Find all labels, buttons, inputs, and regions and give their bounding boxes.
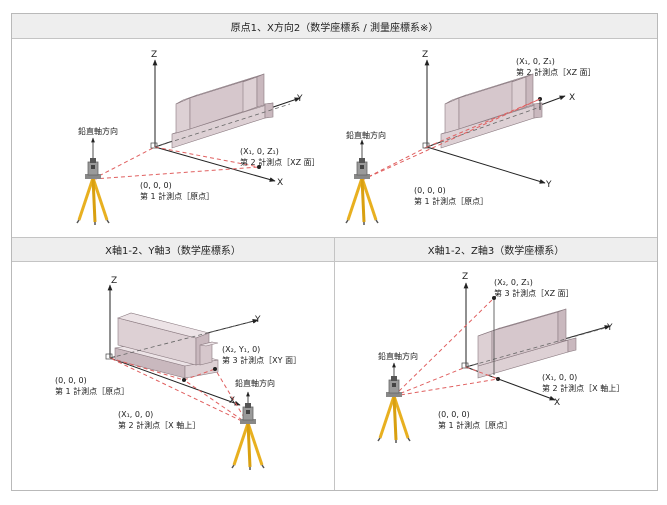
point-1-label-4: 第 1 計測点［原点］ bbox=[438, 420, 512, 430]
z-label-4: Z bbox=[462, 272, 468, 282]
point-3-xy-label: 第 3 計測点［XY 面］ bbox=[222, 355, 301, 365]
bottom-left-title: X軸1-2、Y軸3（数学座標系） bbox=[105, 246, 241, 257]
plumb-direction-label-3: 鉛直軸方向 bbox=[235, 378, 275, 388]
bottom-right-diagram: Z Y X 鉛直軸方向 (0, 0, 0) 第 1 計測点［原点］ (X₂, 0… bbox=[376, 272, 624, 445]
origin-coordinate-2: (0, 0, 0) bbox=[414, 186, 446, 195]
bottom-right-header: X軸1-2、Z軸3（数学座標系） bbox=[335, 238, 657, 262]
x-axis-coordinate: (X₁, 0, 0) bbox=[118, 410, 153, 419]
top-panel-header: 原点1、X方向2（数学座標系 / 測量座標系※） bbox=[12, 14, 657, 39]
bottom-right-title: X軸1-2、Z軸3（数学座標系） bbox=[427, 246, 565, 257]
z-label-3: Z bbox=[111, 276, 117, 286]
z-label: Z bbox=[151, 50, 157, 60]
surveying-instrument bbox=[75, 156, 111, 227]
x-axis-coordinate-2: (X₁, 0, 0) bbox=[542, 373, 577, 382]
point-2-xz-label: 第 2 計測点［XZ 面］ bbox=[240, 157, 320, 167]
point-2-x-label: 第 2 計測点［X 軸上］ bbox=[118, 420, 200, 430]
top-panel-title: 原点1、X方向2（数学座標系 / 測量座標系※） bbox=[230, 22, 439, 34]
figure-frame bbox=[11, 13, 658, 491]
surveying-instrument-2 bbox=[344, 156, 380, 227]
workpiece-block bbox=[171, 73, 274, 149]
point-3-xz-label: 第 3 計測点［XZ 面］ bbox=[494, 288, 574, 298]
xz3-coordinate: (X₂, 0, Z₁) bbox=[494, 278, 533, 287]
plumb-direction-label-4: 鉛直軸方向 bbox=[378, 351, 418, 361]
bottom-left-diagram: Z Y X 鉛直軸方向 (0, 0, 0) 第 1 計測点［原点］ (X₁, 0… bbox=[55, 276, 301, 472]
bottom-divider bbox=[334, 238, 335, 490]
x-axis bbox=[154, 146, 276, 182]
workpiece-block-3 bbox=[114, 312, 219, 379]
surveying-instrument-3 bbox=[230, 401, 266, 472]
x-label-2: X bbox=[569, 93, 575, 103]
point-1-label: 第 1 計測点［原点］ bbox=[140, 191, 214, 201]
bottom-left-header: X軸1-2、Y軸3（数学座標系） bbox=[12, 238, 334, 262]
origin-coordinate: (0, 0, 0) bbox=[140, 181, 172, 190]
plumb-direction-label-2: 鉛直軸方向 bbox=[346, 130, 386, 140]
point-1-label-3: 第 1 計測点［原点］ bbox=[55, 386, 129, 396]
point-1-label-2: 第 1 計測点［原点］ bbox=[414, 196, 488, 206]
xz-coordinate: (X₁, 0, Z₁) bbox=[240, 147, 279, 156]
xz-coordinate-2: (X₁, 0, Z₁) bbox=[516, 57, 555, 66]
y-label: Y bbox=[296, 94, 303, 104]
surveying-instrument-4 bbox=[376, 374, 412, 445]
point-2-xz-label-2: 第 2 計測点［XZ 面］ bbox=[516, 67, 596, 77]
z-label-2: Z bbox=[422, 50, 428, 60]
x-label: X bbox=[277, 178, 283, 188]
origin-coordinate-4: (0, 0, 0) bbox=[438, 410, 470, 419]
point-2-x-label-2: 第 2 計測点［X 軸上］ bbox=[542, 383, 624, 393]
y-label-3: Y bbox=[254, 315, 261, 325]
x-label-4: X bbox=[554, 398, 560, 408]
x-label-3: X bbox=[229, 396, 235, 406]
y-label-2: Y bbox=[545, 180, 552, 190]
xy-coordinate: (X₂, Y₁, 0) bbox=[222, 345, 260, 354]
top-left-diagram: Z Y X 鉛直軸方向 (0, 0, 0) 第 1 計測点［原点］ (X₁, 0… bbox=[75, 50, 320, 227]
middle-divider bbox=[12, 237, 657, 238]
top-right-diagram: Z X Y 鉛直軸方向 (0, 0, 0) 第 1 計測点［原点］ (X₁, 0… bbox=[344, 50, 596, 227]
origin-coordinate-3: (0, 0, 0) bbox=[55, 376, 87, 385]
plumb-direction-label: 鉛直軸方向 bbox=[78, 126, 118, 136]
y-label-4: Y bbox=[606, 323, 613, 333]
workpiece-block-4 bbox=[477, 308, 577, 379]
